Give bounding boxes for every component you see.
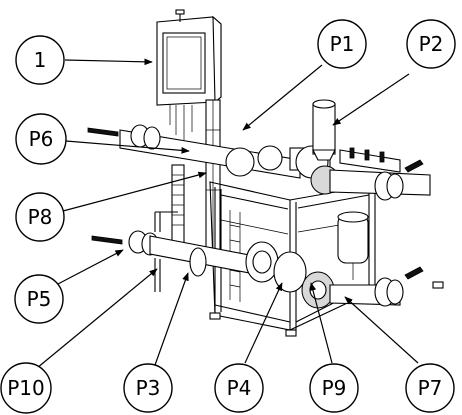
callout-p7: P7 xyxy=(405,363,455,413)
callout-label-p9: P9 xyxy=(322,376,347,400)
left-fittings xyxy=(154,211,178,232)
callout-label-p6: P6 xyxy=(29,127,54,151)
callout-p3: P3 xyxy=(123,363,173,413)
callout-label-p7: P7 xyxy=(418,376,443,400)
leader-lines xyxy=(36,58,419,369)
callout-label-p10: P10 xyxy=(7,376,45,400)
callout-label-p2: P2 xyxy=(419,32,444,56)
callout-label-p4: P4 xyxy=(227,376,252,400)
expansion-tank xyxy=(337,211,369,280)
callout-p2: P2 xyxy=(406,19,456,69)
control-cabinet xyxy=(156,9,222,140)
filter-housing xyxy=(312,99,336,161)
callout-p1: P1 xyxy=(317,19,367,69)
callout-label-1: 1 xyxy=(34,48,47,72)
callout-label-p8: P8 xyxy=(28,205,53,229)
right-pipe-run xyxy=(329,147,431,201)
callout-p9: P9 xyxy=(309,363,359,413)
support-post xyxy=(171,99,221,251)
callout-p10: P10 xyxy=(0,362,52,414)
skid-illustration xyxy=(87,9,444,337)
lower-pipe-run xyxy=(91,230,424,309)
callout-label-p1: P1 xyxy=(330,32,355,56)
callout-p6: P6 xyxy=(15,113,67,165)
callout-1: 1 xyxy=(15,35,65,85)
callout-p4: P4 xyxy=(214,363,264,413)
callout-label-p3: P3 xyxy=(136,376,161,400)
callout-p8: P8 xyxy=(15,192,65,242)
callout-label-p5: P5 xyxy=(27,287,52,311)
callout-p5: P5 xyxy=(14,274,64,324)
